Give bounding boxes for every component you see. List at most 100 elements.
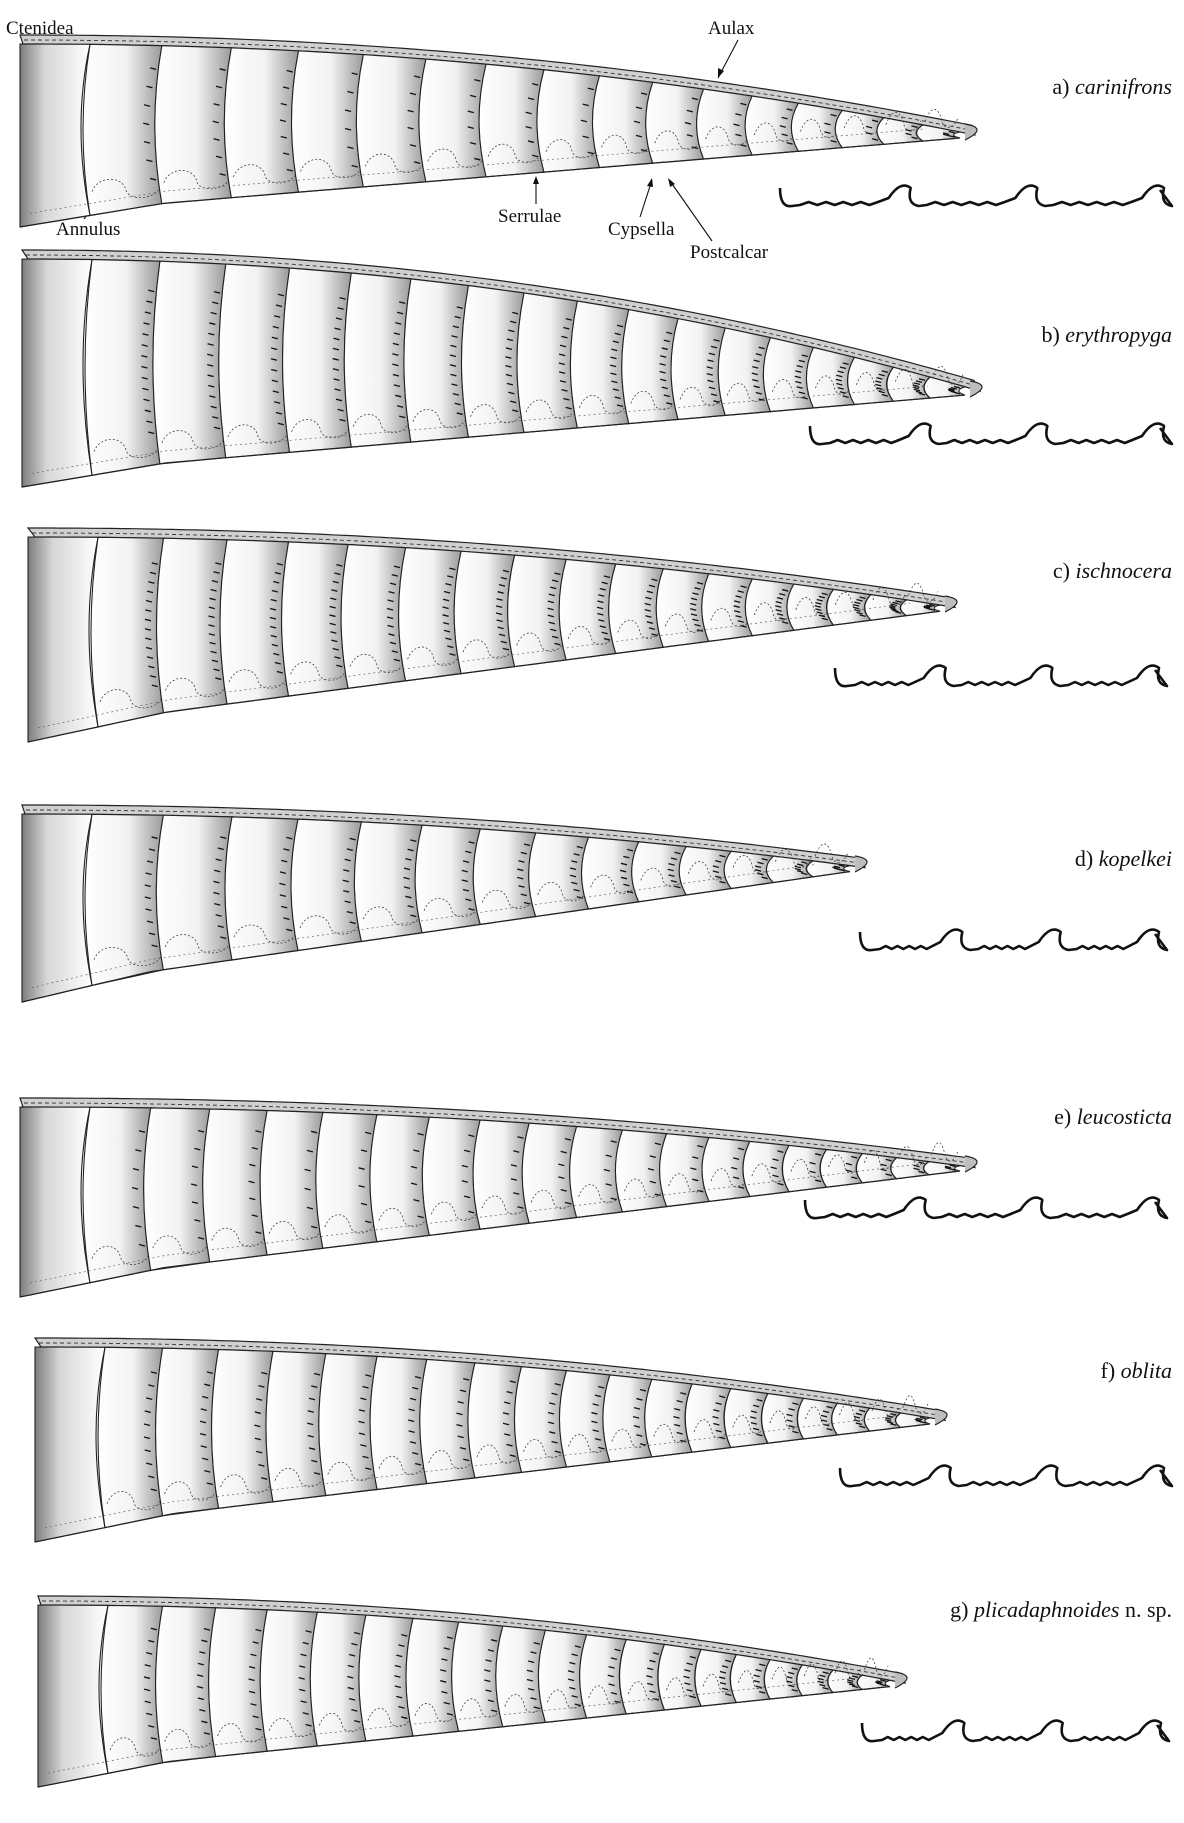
annulus-plate (468, 1363, 522, 1478)
annulus-segment (697, 89, 753, 159)
annulus-plate (671, 319, 725, 420)
annulus-plate (646, 82, 704, 163)
annulus-plate (406, 1618, 459, 1736)
annulus-plate (85, 260, 160, 476)
callout-annulus: Annulus (56, 219, 120, 240)
panel-letter: b) (1041, 322, 1065, 347)
annulus-plate (461, 286, 523, 438)
annulus-segment (763, 338, 813, 412)
species-label: c) ischnocera (1053, 558, 1172, 583)
annulus-segment (702, 574, 753, 642)
annulus-segment (835, 110, 884, 147)
panel-c: c) ischnocera (28, 528, 1172, 742)
panel-letter: c) (1053, 558, 1076, 583)
annulus-plate (791, 103, 842, 151)
species-suffix: n. sp. (1119, 1597, 1172, 1622)
panel-g: g) plicadaphnoides n. sp. (38, 1596, 1172, 1787)
serrulae-profile (860, 930, 1167, 951)
annulus-segment (370, 1115, 429, 1242)
annulus-plate (702, 574, 753, 642)
panel-f: f) oblita (35, 1338, 1172, 1542)
annulus-segment (370, 1356, 427, 1489)
annulus-segment (260, 1610, 317, 1751)
annulus-plate (419, 59, 486, 182)
species-name: oblita (1121, 1358, 1172, 1383)
annulus-plate (415, 825, 480, 933)
annulus-plate (156, 1348, 219, 1516)
annulus-segment (83, 1107, 151, 1282)
annulus-segment (291, 819, 361, 950)
panel-d: d) kopelkei (22, 805, 1172, 1002)
ovipositor-tip (855, 856, 867, 872)
annulus-segment (156, 1606, 216, 1762)
ovipositor-tip (965, 1156, 977, 1172)
panel-letter: e) (1054, 1104, 1077, 1129)
annulus-plate (529, 833, 589, 917)
annulus-plate (615, 1130, 666, 1212)
panels: a) carinifronsb) erythropygac) ischnocer… (20, 35, 1172, 1787)
annulus-segment (260, 1111, 323, 1255)
annulus-segment (156, 1348, 219, 1516)
basal-annulus (22, 259, 92, 487)
annulus-segment (225, 817, 298, 960)
annulus-segment (679, 847, 731, 895)
annulus-segment (622, 310, 678, 424)
annulus-segment (529, 833, 589, 917)
callout-aulax-arrowhead (718, 68, 724, 78)
annulus-plate (83, 44, 162, 215)
annulus-segment (283, 268, 352, 452)
annulus-segment (144, 1108, 210, 1270)
annulus-segment (212, 1350, 273, 1509)
annulus-plate (537, 70, 600, 172)
callout-serrulae: Serrulae (498, 206, 561, 227)
annulus-segment (354, 822, 422, 942)
annulus-segment (91, 537, 164, 727)
annulus-segment (220, 540, 289, 704)
annulus-segment (356, 55, 426, 187)
callout-aulax: Aulax (708, 18, 755, 39)
annulus-segment (422, 1117, 480, 1235)
annulus-segment (153, 261, 226, 464)
annulus-plate (473, 1120, 529, 1229)
annulus-plate (283, 268, 352, 452)
annulus-plate (420, 1359, 475, 1483)
annulus-segment (406, 1618, 459, 1736)
annulus-segment (310, 1612, 366, 1746)
panel-b: b) erythropyga (22, 250, 1172, 487)
annulus-plate (656, 569, 709, 647)
species-name: leucosticta (1077, 1104, 1172, 1129)
callout-serrulae-arrowhead (533, 176, 539, 184)
annulus-plate (835, 110, 884, 147)
annulus-segment (745, 96, 798, 155)
species-name: erythropyga (1065, 322, 1172, 347)
ovipositor-tip (895, 1672, 907, 1688)
annulus-segment (473, 829, 535, 925)
annulus-plate (473, 829, 535, 925)
species-label: g) plicadaphnoides n. sp. (950, 1597, 1172, 1622)
annulus-plate (98, 1347, 163, 1527)
annulus-segment (514, 1367, 566, 1473)
annulus-segment (292, 51, 364, 192)
annulus-segment (156, 815, 232, 970)
annulus-plate (454, 551, 515, 673)
annulus-segment (646, 82, 704, 163)
ovipositor-tip (945, 596, 957, 612)
annulus-segment (209, 1608, 268, 1757)
serrulae-profile (835, 666, 1167, 687)
annulus-plate (310, 1612, 366, 1746)
annulus-plate (570, 301, 628, 428)
annulus-segment (224, 48, 298, 198)
callout-postcalcar-arrowhead (668, 178, 675, 187)
basal-annulus (20, 44, 90, 227)
annulus-plate (609, 564, 664, 653)
panel-letter: d) (1075, 846, 1099, 871)
annulus-plate (718, 328, 770, 415)
annulus-segment (341, 545, 406, 689)
species-label: f) oblita (1101, 1358, 1173, 1383)
annulus-segment (671, 319, 725, 420)
ovipositor-tip (935, 1409, 947, 1425)
annulus-segment (615, 1130, 666, 1212)
annulus-plate (763, 338, 813, 412)
annulus-segment (420, 1359, 475, 1483)
annulus-segment (344, 273, 411, 447)
